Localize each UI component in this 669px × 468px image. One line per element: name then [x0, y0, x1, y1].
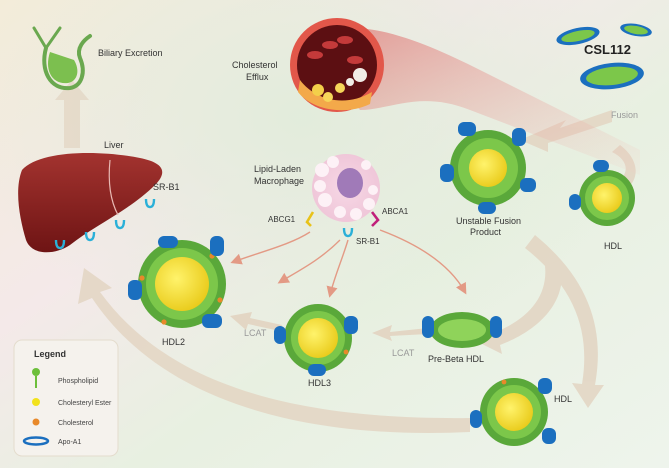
legend-item-apo-a1: Apo-A1: [58, 439, 81, 446]
label-unstable-2: Product: [470, 227, 502, 237]
phospholipid-icon: [32, 368, 40, 388]
cholesterol-icon: [32, 418, 40, 426]
label-hdl3: HDL3: [308, 378, 331, 388]
label-fusion: Fusion: [611, 110, 638, 120]
pre-beta-hdl-particle: [422, 312, 502, 348]
legend-item-phospholipid: Phospholipid: [58, 378, 98, 385]
label-srb1-macrophage: SR-B1: [356, 237, 380, 246]
label-hdl-top: HDL: [604, 241, 622, 251]
abca1-receptor-icon: [370, 211, 380, 227]
apo-a1-icon: [22, 436, 50, 446]
label-macrophage-2: Macrophage: [254, 176, 304, 186]
hdl2-particle: [128, 236, 226, 328]
cholesteryl-ester-icon: [32, 398, 40, 406]
hdl-bottom-particle: [470, 378, 556, 446]
legend: Legend Phospholipid Cholesteryl Ester Ch…: [13, 339, 119, 457]
label-cholesterol-efflux-1: Cholesterol: [232, 60, 278, 70]
hdl3-particle: [274, 304, 358, 376]
gallbladder-icon: [32, 26, 92, 91]
hdl-top-particle: [569, 160, 635, 226]
label-abcg1: ABCG1: [268, 215, 296, 224]
srb1-receptor-icon: [54, 239, 66, 250]
label-hdl2: HDL2: [162, 337, 185, 347]
label-macrophage-1: Lipid-Laden: [254, 164, 301, 174]
label-biliary-excretion: Biliary Excretion: [98, 48, 163, 58]
label-unstable-1: Unstable Fusion: [456, 216, 521, 226]
label-liver: Liver: [104, 140, 124, 150]
srb1-receptor-icon: [342, 227, 354, 238]
label-cholesterol-efflux-2: Efflux: [246, 72, 269, 82]
unstable-fusion-particle: [440, 122, 536, 214]
srb1-receptor-icon: [144, 198, 156, 209]
label-hdl-bottom: HDL: [554, 394, 572, 404]
liver-icon: [18, 153, 163, 253]
srb1-receptor-icon: [114, 219, 126, 230]
legend-item-cholesterol: Cholesterol: [58, 420, 94, 427]
blood-vessel: [290, 18, 640, 175]
label-pre-beta-hdl: Pre-Beta HDL: [428, 354, 484, 364]
legend-item-cholesteryl-ester: Cholesteryl Ester: [58, 400, 112, 407]
lcat-arrows: [230, 312, 428, 341]
label-abca1: ABCA1: [382, 207, 409, 216]
macrophage-icon: [312, 154, 380, 222]
label-srb1-liver: SR-B1: [153, 182, 180, 192]
efflux-arrows: [230, 229, 467, 298]
csl112-discs: [556, 23, 652, 90]
legend-title: Legend: [34, 349, 66, 359]
label-lcat-right: LCAT: [392, 348, 415, 358]
label-lcat-left: LCAT: [244, 328, 267, 338]
receptors: [54, 198, 380, 250]
srb1-receptor-icon: [84, 231, 96, 242]
label-csl112: CSL112: [584, 42, 631, 57]
abcg1-receptor-icon: [305, 211, 315, 227]
